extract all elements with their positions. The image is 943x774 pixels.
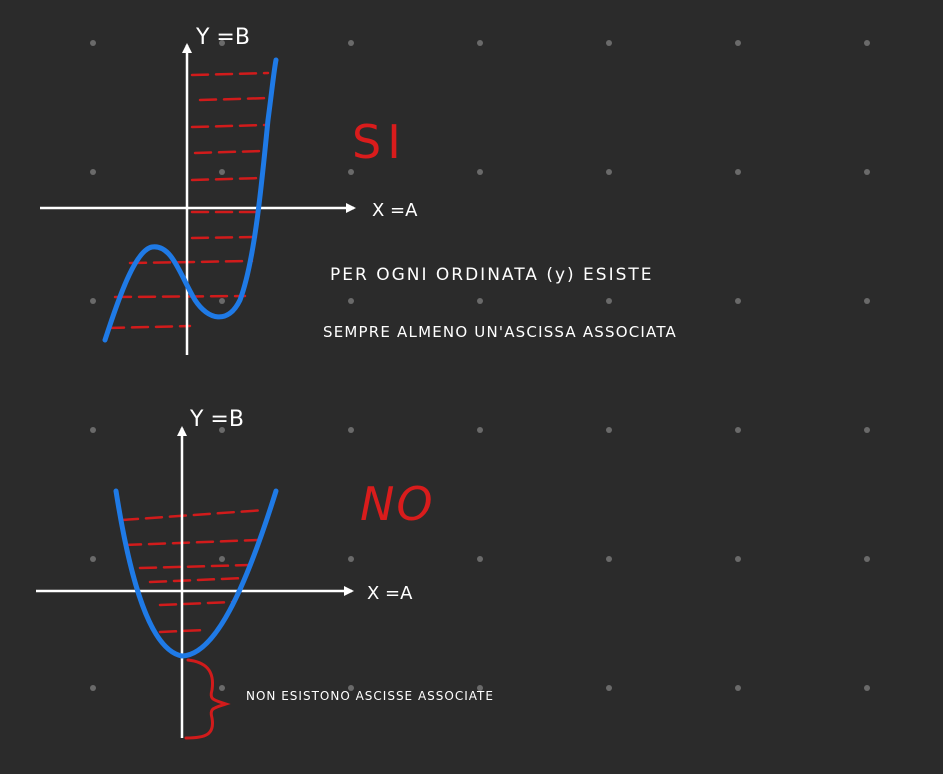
grid-dot	[477, 169, 483, 175]
grid-dot	[864, 169, 870, 175]
grid-dots	[90, 40, 870, 691]
grid-dot	[606, 427, 612, 433]
grid-dot	[219, 40, 225, 46]
grid-dot	[477, 40, 483, 46]
grid-dot	[219, 169, 225, 175]
grid-dot	[735, 40, 741, 46]
bottom-parabola-curve	[113, 488, 279, 659]
top-y-axis-label: Y =B	[195, 25, 250, 50]
grid-dot	[90, 298, 96, 304]
bottom-hatch-lines	[120, 508, 267, 634]
grid-dot	[864, 298, 870, 304]
top-note-line1: PER OGNI ORDINATA (y) ESISTE	[330, 265, 654, 285]
grid-dot	[735, 556, 741, 562]
grid-dot	[219, 427, 225, 433]
grid-dot	[219, 685, 225, 691]
grid-dot	[606, 685, 612, 691]
grid-dot	[606, 298, 612, 304]
grid-dot	[606, 169, 612, 175]
grid-dot	[606, 556, 612, 562]
grid-dot	[348, 40, 354, 46]
grid-dot	[90, 169, 96, 175]
grid-dot	[348, 169, 354, 175]
grid-dot	[735, 169, 741, 175]
grid-dot	[348, 298, 354, 304]
bottom-note: NON ESISTONO ASCISSE ASSOCIATE	[246, 689, 494, 703]
bottom-diagram: Y =B X =A NO NON ESISTONO ASCISSE ASSOCI…	[36, 407, 494, 740]
bottom-y-axis-label: Y =B	[189, 407, 244, 432]
grid-dot	[735, 685, 741, 691]
grid-dot	[348, 556, 354, 562]
grid-dot	[864, 685, 870, 691]
top-x-axis-label: X =A	[372, 200, 418, 221]
grid-dot	[90, 40, 96, 46]
grid-dot	[735, 298, 741, 304]
grid-dot	[735, 427, 741, 433]
grid-dot	[348, 427, 354, 433]
grid-dot	[90, 685, 96, 691]
grid-dot	[219, 298, 225, 304]
top-answer-label: SI	[352, 115, 407, 169]
top-note-line2: SEMPRE ALMENO UN'ASCISSA ASSOCIATA	[323, 323, 677, 341]
grid-dot	[90, 427, 96, 433]
grid-dot	[864, 427, 870, 433]
grid-dot	[864, 556, 870, 562]
bottom-red-brace	[184, 658, 231, 740]
top-hatch-lines	[106, 71, 272, 330]
bottom-x-axis-label: X =A	[367, 583, 413, 604]
top-diagram: Y =B X =A SI PER OGNI ORDINATA (y) ESIST…	[40, 25, 677, 355]
grid-dot	[477, 427, 483, 433]
bottom-answer-label: NO	[360, 477, 435, 531]
grid-dot	[477, 298, 483, 304]
grid-dot	[477, 685, 483, 691]
grid-dot	[864, 40, 870, 46]
grid-dot	[348, 685, 354, 691]
grid-dot	[219, 556, 225, 562]
grid-dot	[606, 40, 612, 46]
grid-dot	[90, 556, 96, 562]
grid-dot	[477, 556, 483, 562]
top-cubic-curve	[102, 57, 279, 343]
